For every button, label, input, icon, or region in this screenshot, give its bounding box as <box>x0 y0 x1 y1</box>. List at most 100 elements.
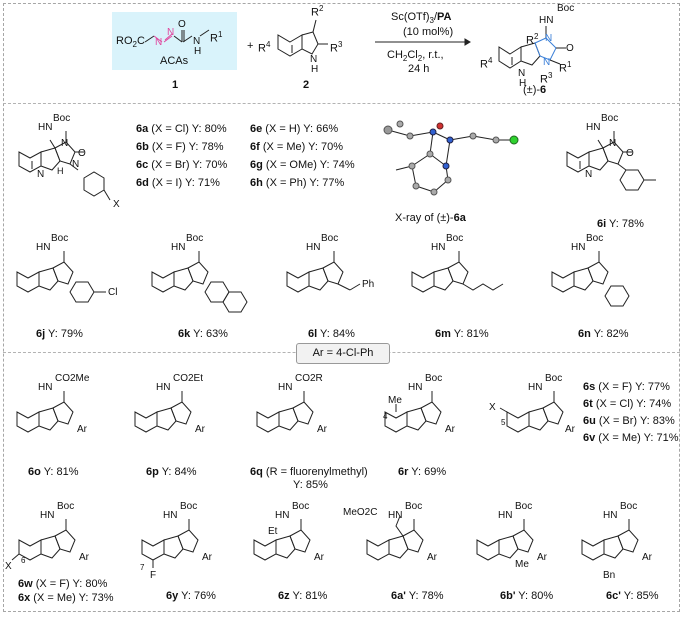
product-r3: R3 <box>540 71 553 86</box>
yield-6z: 6z Y: 81% <box>278 590 328 602</box>
yield-6e: 6e (X = H) Y: 66% <box>250 123 339 135</box>
plus-sign: + <box>247 40 254 52</box>
s6w-pos: 6 <box>21 556 26 565</box>
s6b2-ar: Ar <box>537 552 547 563</box>
yield-6f: 6f (X = Me) Y: 70% <box>250 141 344 153</box>
yield-6g: 6g (X = OMe) Y: 74% <box>250 159 355 171</box>
yield-6b: 6b (X = F) Y: 78% <box>136 141 224 153</box>
structure-6q <box>256 391 314 433</box>
product-n-top: N <box>545 33 553 44</box>
s6i-n: N <box>609 138 617 149</box>
yield-6b-prime: 6b' Y: 80% <box>500 590 554 602</box>
yield-6d: 6d (X = I) Y: 71% <box>136 177 220 189</box>
s6i-boc: Boc <box>601 113 619 124</box>
s6i-nh: N <box>585 169 593 180</box>
s6l-hn: HN <box>306 242 321 253</box>
s6s-hn: HN <box>528 382 543 393</box>
structure-6y <box>141 519 199 568</box>
yield-6r: 6r Y: 69% <box>398 466 447 478</box>
s6j-hn: HN <box>36 242 51 253</box>
s6w-x: X <box>5 561 12 572</box>
conditions-loading: (10 mol%) <box>403 26 454 38</box>
s6r-hn: HN <box>408 382 423 393</box>
yield-6c-prime: 6c' Y: 85% <box>606 590 659 602</box>
yield-6p: 6p Y: 84% <box>146 466 197 478</box>
s6y-boc: Boc <box>180 501 198 512</box>
product-label: (±)-6 <box>523 84 547 96</box>
s6a2-ester: MeO2C <box>343 507 378 518</box>
s6z-hn: HN <box>275 510 290 521</box>
s6c2-bn: Bn <box>603 570 616 581</box>
structure-6a-6h <box>18 131 111 201</box>
s6l-ph: Ph <box>362 279 375 290</box>
yield-6j: 6j Y: 79% <box>36 328 83 340</box>
structure-6l <box>286 251 361 293</box>
s6a-x: X <box>113 199 120 210</box>
reagent-1-name: ACAs <box>160 55 189 67</box>
s6q-group: CO2R <box>295 373 323 384</box>
yield-6a: 6a (X = Cl) Y: 80% <box>136 123 227 135</box>
yield-6w: 6w (X = F) Y: 80% <box>18 578 108 590</box>
s6w-boc: Boc <box>57 501 75 512</box>
s6a-n: N <box>61 138 69 149</box>
s6a2-boc: Boc <box>405 501 423 512</box>
reagent-2-number: 2 <box>303 79 310 91</box>
yield-6k: 6k Y: 63% <box>178 328 228 340</box>
indole-h: H <box>311 64 319 75</box>
product-n-right: N <box>543 57 551 68</box>
s6a-h: H <box>57 166 64 176</box>
s6c2-hn: HN <box>603 510 618 521</box>
s6k-boc: Boc <box>186 233 204 244</box>
product-r1: R1 <box>559 60 572 75</box>
product-r2: R2 <box>526 32 539 47</box>
structure-6w-6x <box>11 519 76 561</box>
structure-6n <box>551 251 630 307</box>
yield-6v: 6v (X = Me) Y: 71% <box>583 432 679 444</box>
yield-6i: 6i Y: 78% <box>597 218 644 230</box>
s6r-boc: Boc <box>425 373 443 384</box>
structure-6o <box>16 391 74 433</box>
s6q-hn: HN <box>278 382 293 393</box>
s6z-et: Et <box>268 526 278 537</box>
s6z-boc: Boc <box>292 501 310 512</box>
s6n-boc: Boc <box>586 233 604 244</box>
s6l-boc: Boc <box>321 233 339 244</box>
s6i-hn: HN <box>586 122 601 133</box>
yield-6m: 6m Y: 81% <box>435 328 489 340</box>
structure-6p <box>134 391 192 433</box>
structure-6b-prime <box>476 519 534 561</box>
conditions-catalyst: Sc(OTf)3/PA <box>391 11 452 26</box>
s6r-me: Me <box>388 395 402 406</box>
product-6-structure <box>498 26 566 69</box>
conditions-solvent: CH2Cl2, r.t., <box>387 49 444 64</box>
product-o: O <box>566 43 574 54</box>
s6a-hn: HN <box>38 122 53 133</box>
s6p-ar: Ar <box>195 424 205 435</box>
yield-6a-prime: 6a' Y: 78% <box>391 590 444 602</box>
yield-6s: 6s (X = F) Y: 77% <box>583 381 670 393</box>
structure-6r <box>384 391 442 433</box>
reagent-1-number: 1 <box>172 79 179 91</box>
s6y-f: F <box>150 570 157 581</box>
product-boc: Boc <box>557 3 575 14</box>
s6c2-ar: Ar <box>642 552 652 563</box>
yield-6t: 6t (X = Cl) Y: 74% <box>583 398 672 410</box>
conditions-time: 24 h <box>408 63 430 75</box>
s6m-hn: HN <box>431 242 446 253</box>
reagent-1-azo-n1: N <box>155 37 163 48</box>
reaction-arrow <box>375 38 471 46</box>
structure-6z <box>253 519 311 561</box>
indole-r3: R3 <box>330 40 343 55</box>
s6s-pos: 5 <box>501 418 506 427</box>
s6m-boc: Boc <box>446 233 464 244</box>
reagent-1-amide-h: H <box>194 46 202 57</box>
yield-6x: 6x (X = Me) Y: 73% <box>18 592 114 604</box>
structure-6i <box>566 131 656 191</box>
yield-6u: 6u (X = Br) Y: 83% <box>583 415 675 427</box>
product-indoline-h: H <box>519 78 527 89</box>
reagent-1-ester: RO2C <box>116 35 145 50</box>
s6y-hn: HN <box>163 510 178 521</box>
reagent-1-r1: R1 <box>210 30 223 45</box>
yield-6c: 6c (X = Br) Y: 70% <box>136 159 228 171</box>
product-r4: R4 <box>480 56 493 71</box>
